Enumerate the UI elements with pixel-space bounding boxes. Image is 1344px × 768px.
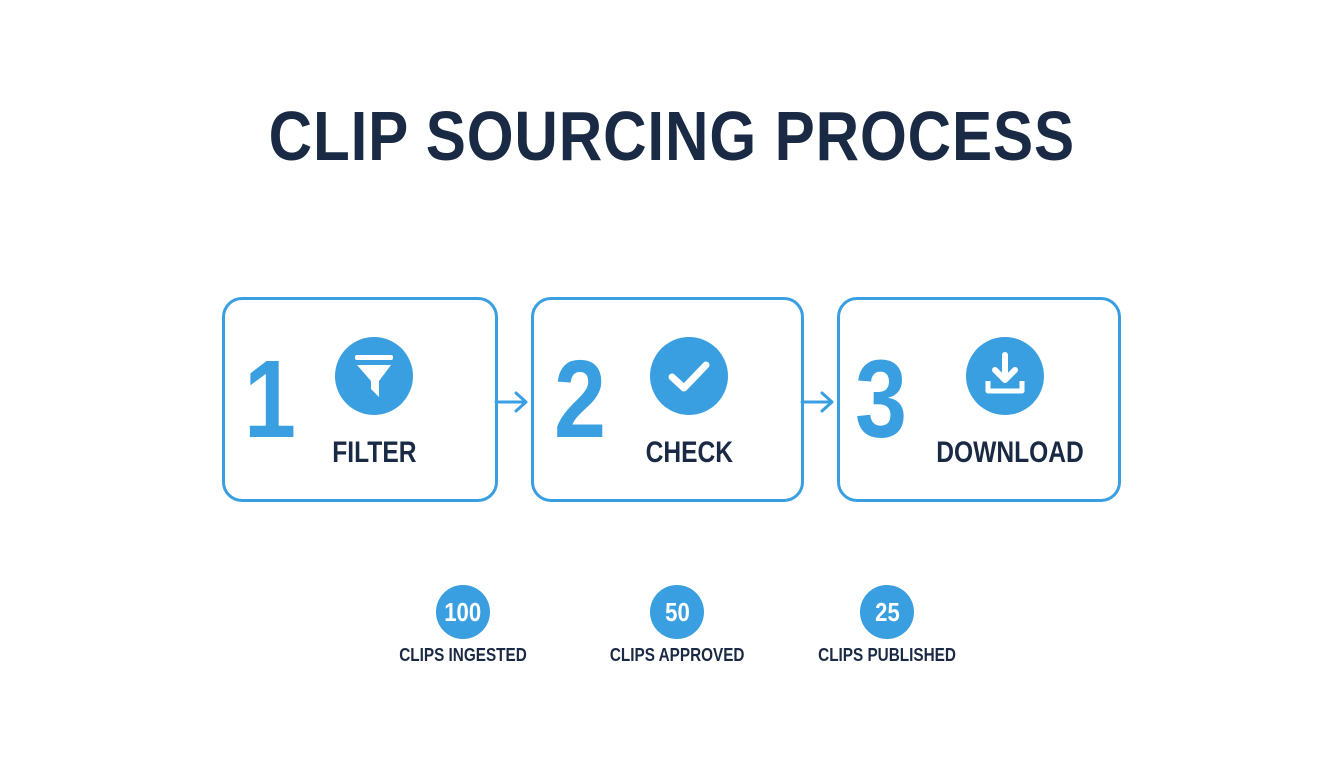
stat-value: 25: [860, 585, 914, 639]
stat-label: CLIPS APPROVED: [609, 645, 745, 665]
step-label: CHECK: [645, 436, 733, 469]
page-title: CLIP SOURCING PROCESS: [268, 97, 1076, 175]
stat-value: 100: [436, 585, 490, 639]
step-label: DOWNLOAD: [936, 436, 1084, 469]
step-label: FILTER: [331, 436, 417, 469]
step-number: 2: [554, 338, 607, 461]
arrow-right-icon: [494, 391, 528, 413]
filter-icon: [335, 337, 413, 415]
stat-label: CLIPS INGESTED: [399, 645, 527, 665]
checkmark-icon: [650, 337, 728, 415]
arrow-right-icon: [800, 391, 834, 413]
step-number: 3: [855, 338, 908, 461]
stat-label: CLIPS PUBLISHED: [818, 645, 956, 665]
stat-value: 50: [650, 585, 704, 639]
step-number: 1: [244, 338, 297, 461]
download-icon: [966, 337, 1044, 415]
